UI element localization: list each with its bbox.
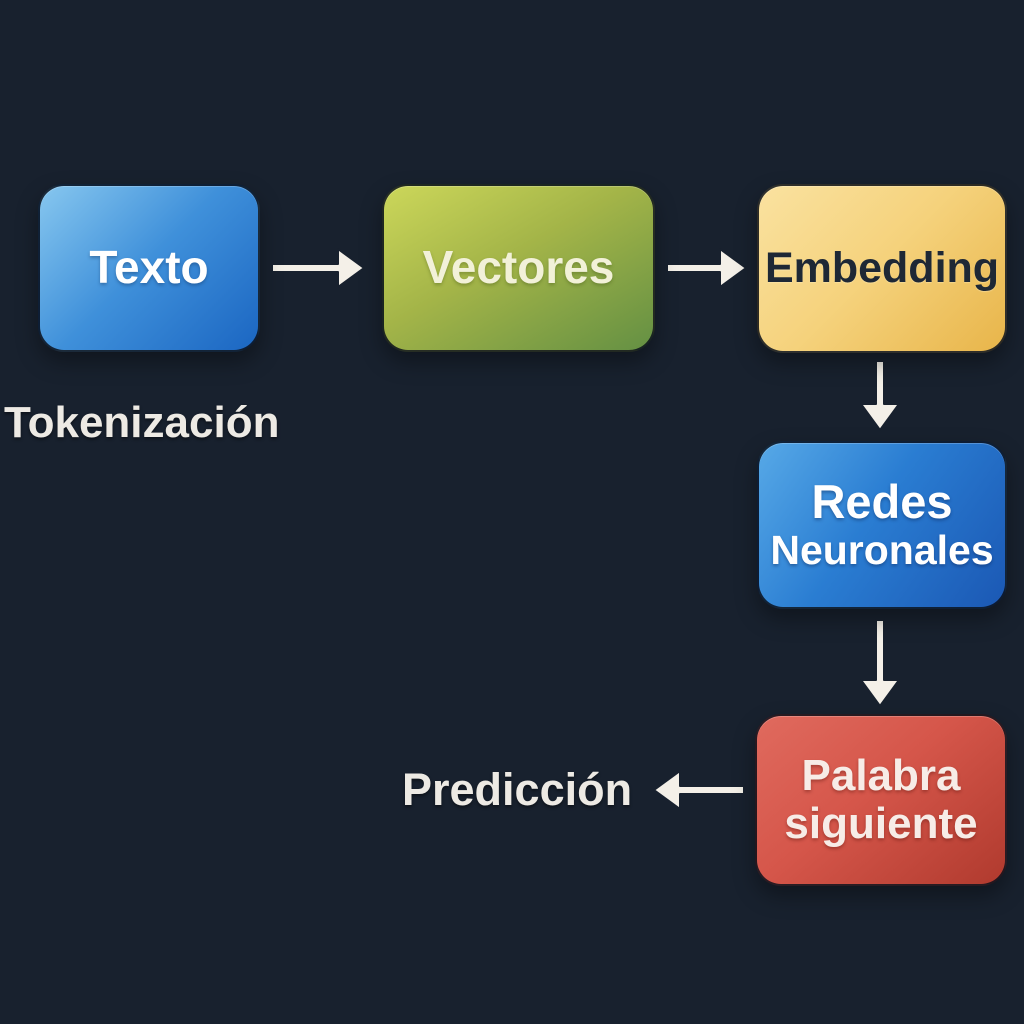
node-embedding-label: Embedding (764, 244, 1000, 293)
node-palabra-label-line1: Palabra (801, 751, 961, 801)
arrow-texto-to-vectores-icon (271, 248, 365, 288)
label-tokenizacion: Tokenización (4, 398, 280, 447)
node-vectores-label: Vectores (422, 241, 615, 294)
node-redes-label-line1: Redes (811, 475, 953, 529)
node-texto: Texto (38, 184, 260, 352)
node-palabra-siguiente: Palabra siguiente (755, 714, 1007, 886)
node-redes-neuronales: Redes Neuronales (757, 441, 1007, 609)
node-palabra-label-line2: siguiente (784, 799, 978, 848)
arrow-embedding-to-redes-icon (860, 360, 900, 431)
arrow-vectores-to-embedding-icon (666, 248, 747, 288)
node-redes-label-line2: Neuronales (770, 527, 994, 574)
arrow-redes-to-palabra-icon (860, 619, 900, 707)
arrow-palabra-to-prediccion-icon (653, 770, 745, 810)
label-prediccion: Predicción (402, 764, 633, 815)
node-embedding: Embedding (757, 184, 1007, 353)
node-texto-label: Texto (89, 241, 209, 294)
node-vectores: Vectores (382, 184, 655, 352)
